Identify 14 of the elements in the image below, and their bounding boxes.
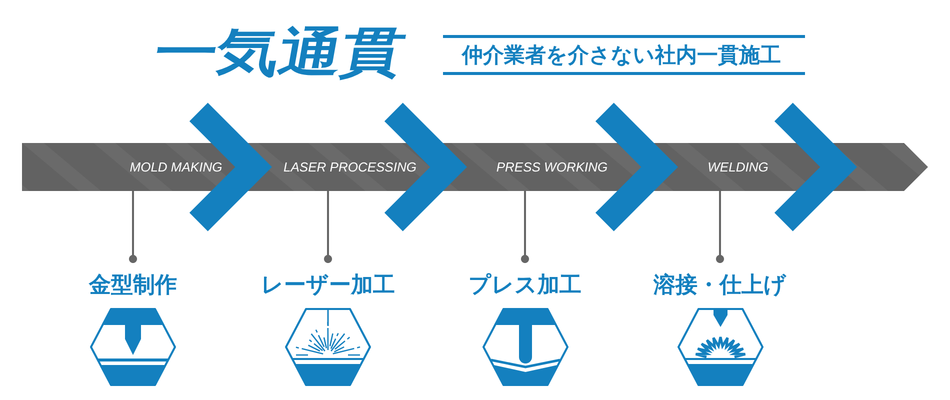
step-label: MOLD MAKING	[130, 160, 222, 174]
step-heading: 金型制作	[89, 273, 177, 299]
step-heading: レーザー加工	[261, 273, 395, 299]
step-label: WELDING	[708, 160, 768, 174]
step-label: LASER PROCESSING	[284, 160, 416, 174]
step-label: PRESS WORKING	[496, 160, 608, 174]
leader-line	[520, 191, 530, 263]
step-heading: プレス加工	[468, 273, 582, 299]
leader-line	[128, 191, 138, 263]
title: 一気通貫	[148, 22, 411, 84]
leader-line	[716, 191, 724, 263]
leader-line	[324, 191, 332, 263]
subtitle: 仲介業者を介さない社内一貫施工	[462, 43, 781, 68]
step-heading: 溶接・仕上げ	[654, 273, 786, 299]
